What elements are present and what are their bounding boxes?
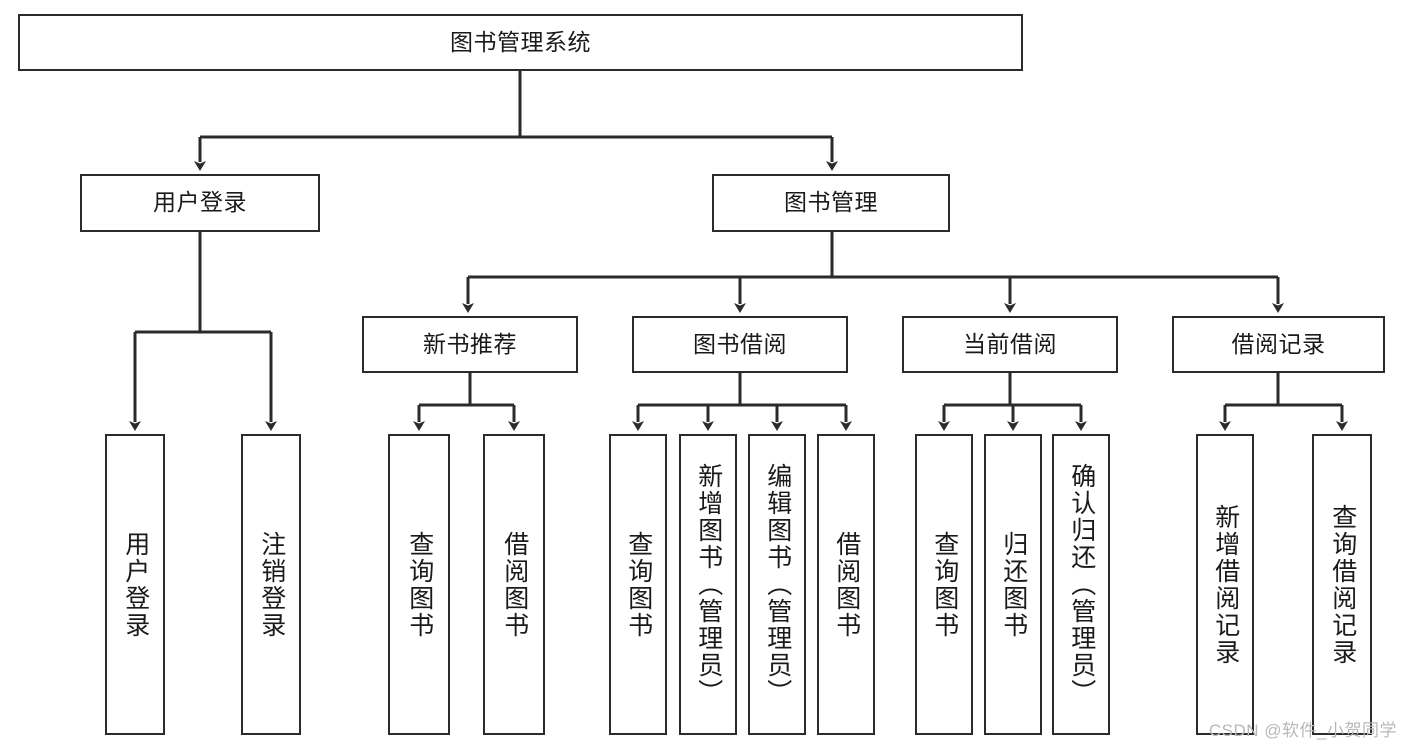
node-leaf-borrow-book-recommend-label: 借阅图书 bbox=[500, 530, 529, 639]
csdn-watermark: CSDN @软件_小贺同学 bbox=[1208, 721, 1397, 740]
edge-newbook-to-leaves bbox=[413, 373, 520, 431]
node-new-book-recommend-label: 新书推荐 bbox=[423, 330, 517, 357]
node-leaf-confirm-return-admin[interactable]: 确认归还（管理员） bbox=[1052, 434, 1110, 735]
node-leaf-return-book[interactable]: 归还图书 bbox=[984, 434, 1042, 735]
edge-root-to-level1 bbox=[194, 71, 838, 171]
node-leaf-user-login-label: 用户登录 bbox=[121, 530, 150, 639]
edge-bookborrow-to-leaves bbox=[632, 373, 852, 431]
node-leaf-return-book-label: 归还图书 bbox=[999, 530, 1028, 639]
node-leaf-query-book-current-label: 查询图书 bbox=[930, 530, 959, 639]
node-leaf-logout[interactable]: 注销登录 bbox=[241, 434, 301, 735]
node-leaf-borrow-book[interactable]: 借阅图书 bbox=[817, 434, 875, 735]
node-leaf-add-borrow-record[interactable]: 新增借阅记录 bbox=[1196, 434, 1254, 735]
node-leaf-add-book-admin-label: 新增图书（管理员） bbox=[694, 463, 723, 706]
node-leaf-edit-book-admin[interactable]: 编辑图书（管理员） bbox=[748, 434, 806, 735]
edge-borrowrecord-to-leaves bbox=[1219, 373, 1348, 431]
node-borrow-record-label: 借阅记录 bbox=[1231, 330, 1326, 357]
node-root[interactable]: 图书管理系统 bbox=[18, 14, 1023, 71]
node-current-borrow[interactable]: 当前借阅 bbox=[902, 316, 1118, 373]
node-leaf-confirm-return-admin-label: 确认归还（管理员） bbox=[1067, 463, 1096, 706]
node-leaf-user-login[interactable]: 用户登录 bbox=[105, 434, 165, 735]
node-leaf-query-book-borrow-label: 查询图书 bbox=[624, 530, 653, 639]
node-leaf-borrow-book-recommend[interactable]: 借阅图书 bbox=[483, 434, 545, 735]
node-book-management-label: 图书管理 bbox=[784, 189, 878, 216]
edge-userlogin-to-leaves bbox=[129, 232, 277, 431]
node-book-management[interactable]: 图书管理 bbox=[712, 174, 950, 232]
node-leaf-borrow-book-label: 借阅图书 bbox=[832, 530, 861, 639]
node-user-login-label: 用户登录 bbox=[153, 189, 247, 216]
node-leaf-query-borrow-record[interactable]: 查询借阅记录 bbox=[1312, 434, 1372, 735]
node-leaf-query-book-current[interactable]: 查询图书 bbox=[915, 434, 973, 735]
node-leaf-query-book-recommend[interactable]: 查询图书 bbox=[388, 434, 450, 735]
node-book-borrow-label: 图书借阅 bbox=[693, 330, 787, 357]
node-root-label: 图书管理系统 bbox=[450, 28, 591, 55]
node-leaf-query-book-recommend-label: 查询图书 bbox=[405, 530, 434, 639]
node-leaf-add-book-admin[interactable]: 新增图书（管理员） bbox=[679, 434, 737, 735]
node-leaf-edit-book-admin-label: 编辑图书（管理员） bbox=[763, 463, 792, 706]
node-borrow-record[interactable]: 借阅记录 bbox=[1172, 316, 1385, 373]
node-leaf-query-borrow-record-label: 查询借阅记录 bbox=[1328, 503, 1357, 666]
node-book-borrow[interactable]: 图书借阅 bbox=[632, 316, 848, 373]
node-new-book-recommend[interactable]: 新书推荐 bbox=[362, 316, 578, 373]
node-leaf-add-borrow-record-label: 新增借阅记录 bbox=[1211, 503, 1240, 666]
node-leaf-logout-label: 注销登录 bbox=[257, 530, 286, 639]
node-leaf-query-book-borrow[interactable]: 查询图书 bbox=[609, 434, 667, 735]
edge-bookmanagement-to-level2 bbox=[462, 232, 1284, 313]
node-user-login[interactable]: 用户登录 bbox=[80, 174, 320, 232]
node-current-borrow-label: 当前借阅 bbox=[963, 330, 1057, 357]
edge-currentborrow-to-leaves bbox=[938, 373, 1087, 431]
